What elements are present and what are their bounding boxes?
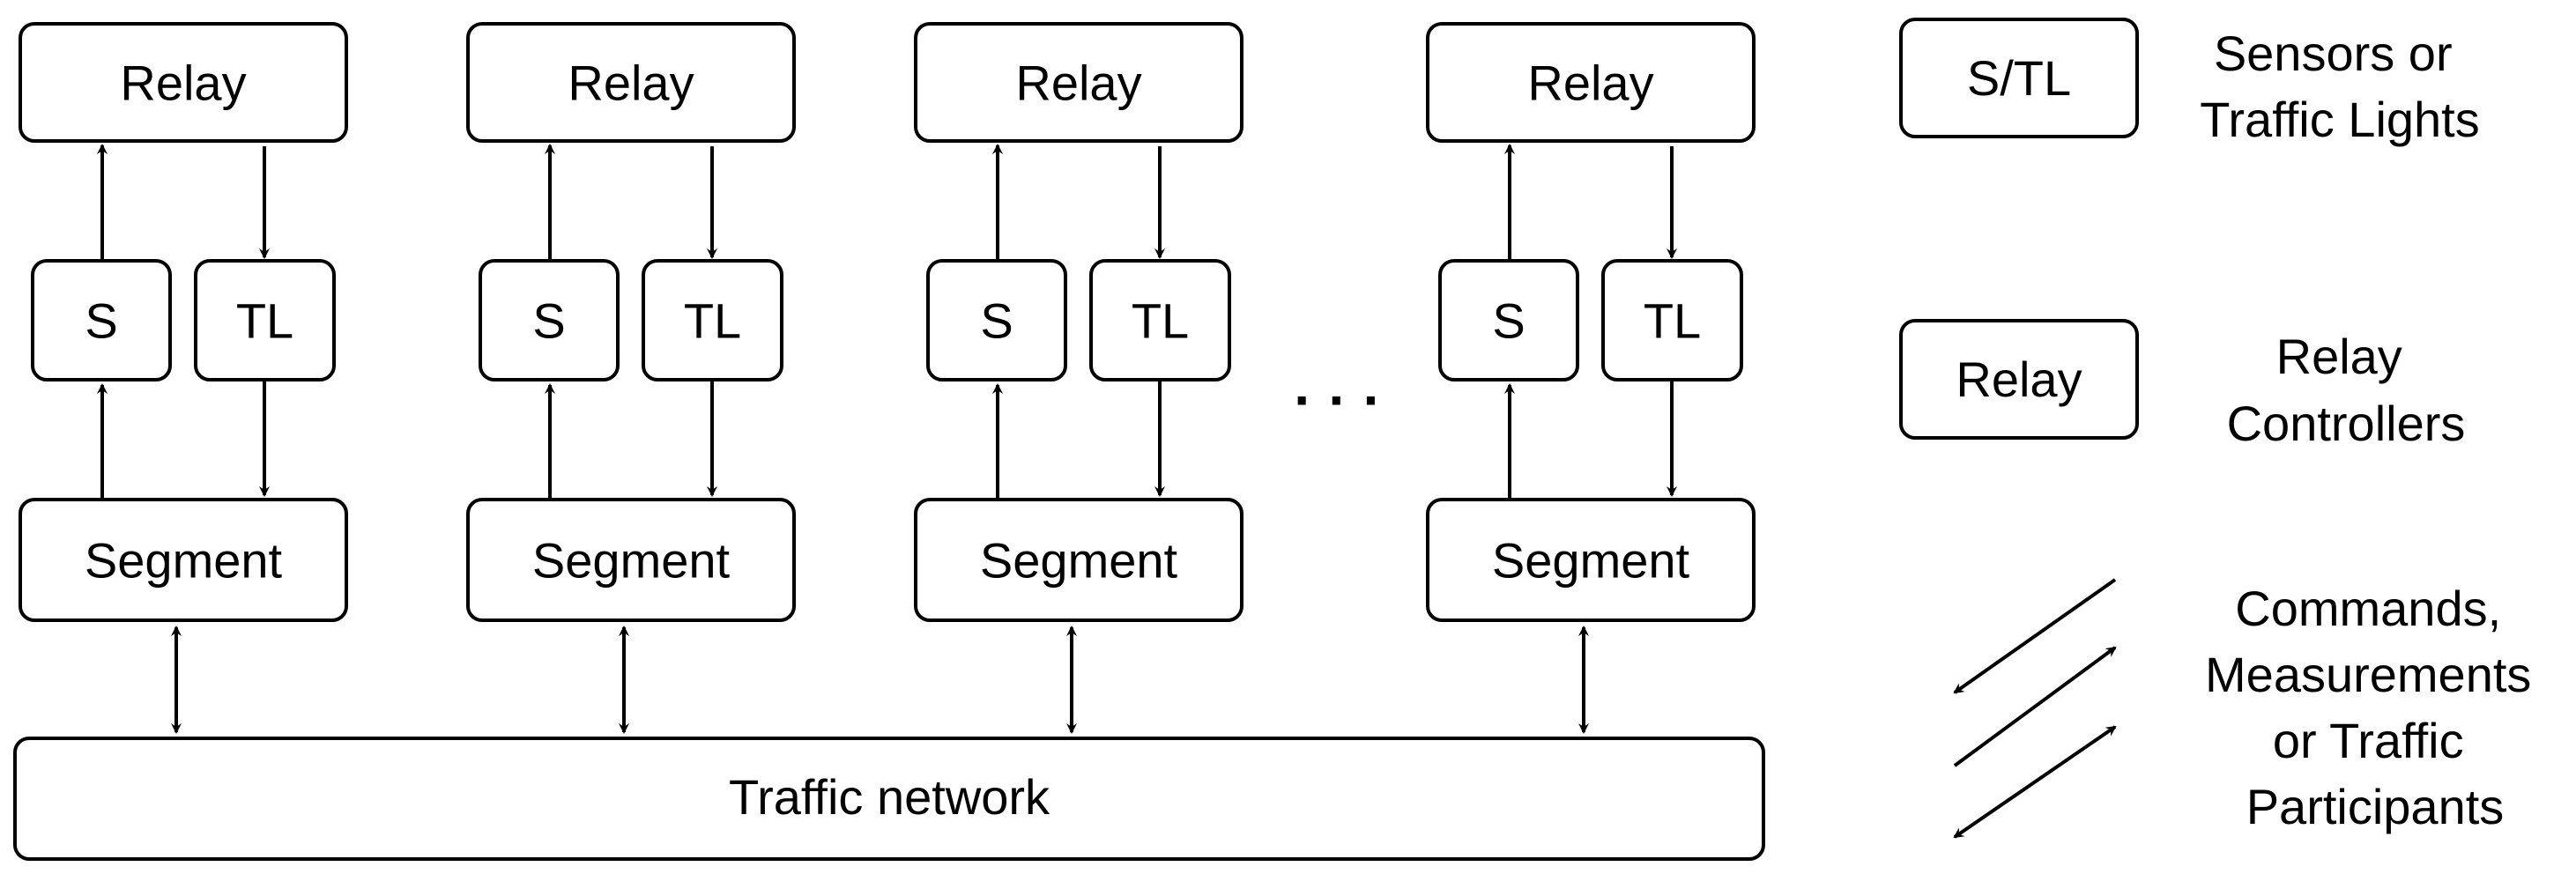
traffic-light-4-label: TL xyxy=(1644,293,1701,349)
segment-2-box xyxy=(466,498,796,622)
relay-2-box xyxy=(466,22,796,143)
legend-arrows-description: Commands, Measurements or Traffic Partic… xyxy=(2205,581,2545,834)
sensor-4-label: S xyxy=(1492,293,1525,349)
traffic-light-3: TL xyxy=(1089,259,1231,381)
segment-4-box xyxy=(1426,498,1756,622)
traffic-light-4: TL xyxy=(1601,259,1743,381)
sensor-2: S xyxy=(479,259,620,381)
traffic-network-box xyxy=(13,737,1765,861)
legend-arrow-left-icon xyxy=(1953,578,2117,694)
sensor-3: S xyxy=(926,259,1067,381)
segment-1-box xyxy=(19,498,348,622)
ellipsis: · · · xyxy=(1294,368,1382,432)
segment-3: Segment xyxy=(914,498,1243,622)
legend-sensors-box-label: S/TL xyxy=(1967,50,2071,106)
legend: S/TL Sensors or Traffic Lights Relay Rel… xyxy=(1899,18,2545,839)
relay-3-box xyxy=(914,22,1243,143)
segment-2-label: Segment xyxy=(532,533,731,589)
segment-2: Segment xyxy=(466,498,796,622)
relay-4-box xyxy=(1426,22,1756,143)
relay-1-box xyxy=(19,22,348,143)
traffic-light-2-label: TL xyxy=(684,293,741,349)
traffic-light-1: TL xyxy=(194,259,336,381)
sensor-4: S xyxy=(1438,259,1579,381)
legend-relay-box-label: Relay xyxy=(1956,352,2082,407)
legend-arrows-description-line-1: Commands, xyxy=(2235,581,2501,636)
relay-4-label: Relay xyxy=(1527,56,1653,111)
traffic-light-3-label: TL xyxy=(1132,293,1189,349)
traffic-light-1-label: TL xyxy=(236,293,293,349)
segment-4: Segment xyxy=(1426,498,1756,622)
relay-3-label: Relay xyxy=(1015,56,1141,111)
sensor-2-label: S xyxy=(532,293,565,349)
legend-relays-description-line-2: Controllers xyxy=(2227,396,2466,451)
legend-sensors-box xyxy=(1899,18,2139,138)
legend-relays-description-line-1: Relay xyxy=(2276,329,2402,384)
legend-relays: Relay Relay Controllers xyxy=(1899,319,2466,451)
legend-arrows-description-line-2: Measurements xyxy=(2205,647,2531,702)
segment-1-label: Segment xyxy=(85,533,283,589)
legend-sensors-description: Sensors or Traffic Lights xyxy=(2200,26,2479,147)
legend-relay-box xyxy=(1899,319,2139,440)
sensor-3-label: S xyxy=(980,293,1013,349)
segment-3-box xyxy=(914,498,1243,622)
segment-1: Segment xyxy=(19,498,348,622)
relay-1: Relay xyxy=(19,22,348,143)
legend-arrows: Commands, Measurements or Traffic Partic… xyxy=(1953,578,2545,839)
legend-arrow-right-icon xyxy=(1953,646,2117,767)
sensor-1: S xyxy=(31,259,172,381)
legend-arrows-description-line-4: Participants xyxy=(2246,779,2505,834)
legend-arrows-description-line-3: or Traffic xyxy=(2273,713,2464,768)
traffic-network-label: Traffic network xyxy=(729,769,1050,825)
legend-sensors-description-line-1: Sensors or xyxy=(2214,26,2453,81)
traffic-light-2: TL xyxy=(642,259,783,381)
segment-4-label: Segment xyxy=(1492,533,1690,589)
relay-2: Relay xyxy=(466,22,796,143)
legend-arrow-double-icon xyxy=(1953,725,2117,839)
relay-2-label: Relay xyxy=(568,56,694,111)
legend-sensors-description-line-2: Traffic Lights xyxy=(2200,92,2479,147)
relay-3: Relay xyxy=(914,22,1243,143)
legend-sensors: S/TL Sensors or Traffic Lights xyxy=(1899,18,2480,147)
sensor-1-label: S xyxy=(85,293,117,349)
traffic-network: Traffic network xyxy=(13,737,1765,861)
relay-1-label: Relay xyxy=(120,56,246,111)
relay-4: Relay xyxy=(1426,22,1756,143)
legend-relays-description: Relay Controllers xyxy=(2227,329,2466,451)
segment-3-label: Segment xyxy=(980,533,1178,589)
